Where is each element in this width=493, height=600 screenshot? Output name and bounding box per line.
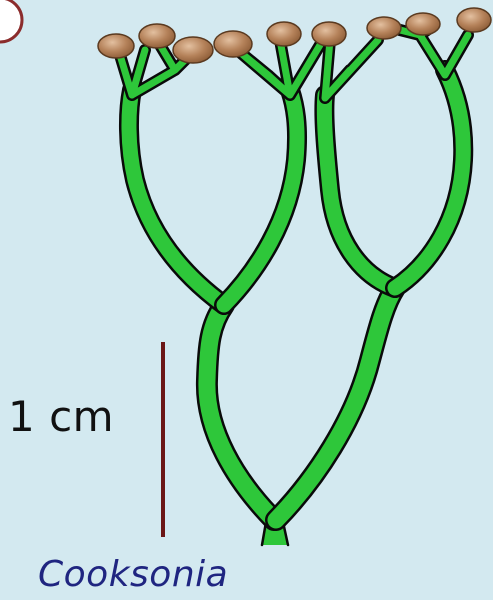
sporangium-icon (457, 8, 491, 32)
sporangium-icon (406, 13, 440, 35)
sporangium-icon (312, 22, 346, 46)
cooksonia-plant (120, 28, 468, 545)
sporangium-icon (267, 22, 301, 46)
specimen-caption: Cooksonia (38, 554, 228, 595)
sporangium-icon (214, 31, 252, 57)
sporangium-icon (367, 17, 401, 39)
scale-bar-label: 1 cm (8, 392, 114, 441)
corner-badge-icon (0, 0, 22, 42)
sporangium-icon (98, 34, 134, 58)
sporangium-icon (139, 24, 175, 48)
sporangium-icon (173, 37, 213, 63)
